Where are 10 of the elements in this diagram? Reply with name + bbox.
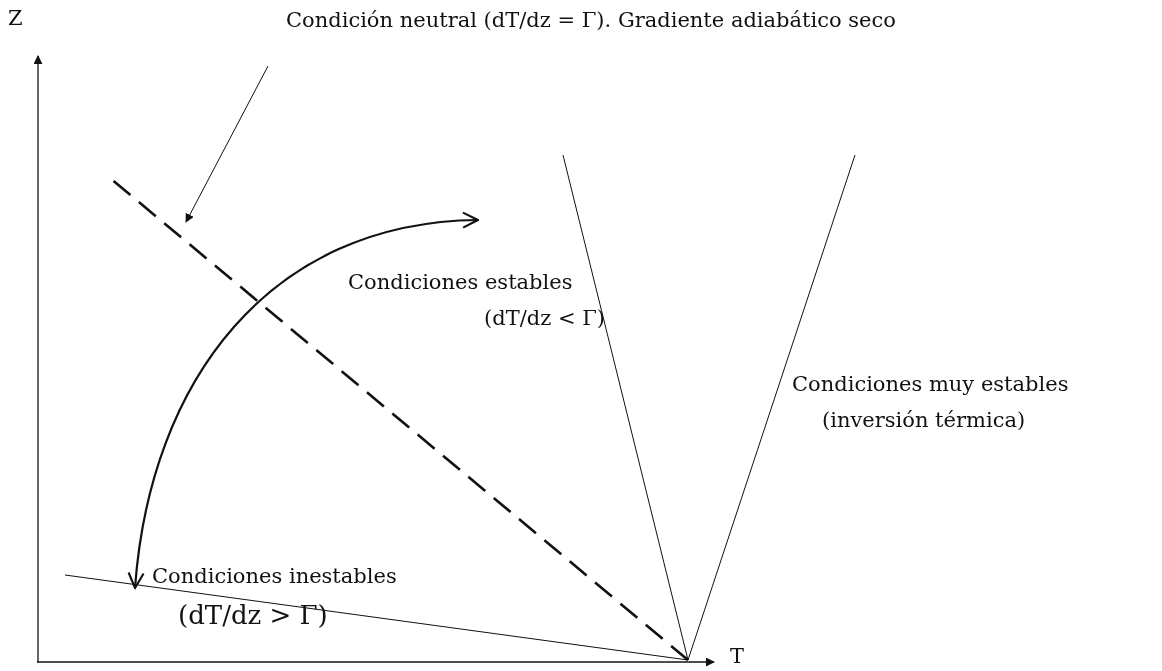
region-label: Condiciones muy estables [792,372,1069,398]
leader-line [185,65,269,223]
formula-text: (dT/dz > Γ) [178,600,328,632]
axis-label: Z [8,6,23,32]
annotation-text: Condición neutral (dT/dz = Γ). Gradiente adiabático seco [286,8,896,34]
formula-text: (dT/dz < Γ) [484,306,605,332]
axis-label: T [730,644,744,670]
region-label: Condiciones estables [348,270,573,296]
region-label: Condiciones inestables [152,564,397,590]
region-label: (inversión térmica) [822,408,1026,434]
